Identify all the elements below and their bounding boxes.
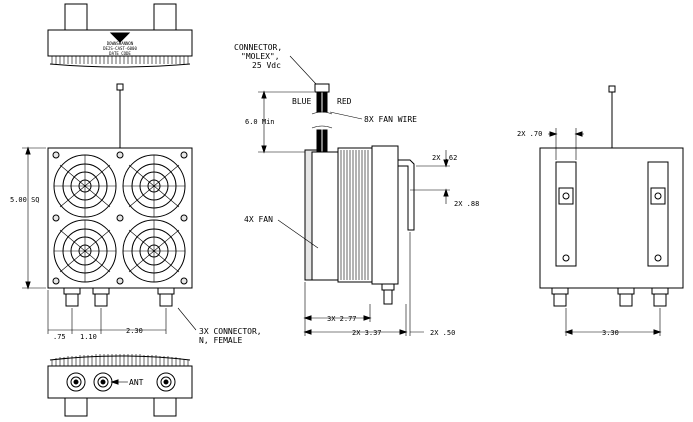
mounting-screws <box>52 151 188 285</box>
connector-callout: 3X CONNECTOR, N, FEMALE <box>177 307 262 345</box>
height-dimension: 5.00 SQ <box>10 146 46 290</box>
molex-callout: CONNECTOR, "MOLEX", 25 Vdc <box>234 43 317 85</box>
dim-070: 2X .70 <box>517 130 542 138</box>
logo-line2: DE2S-CAST-6000 <box>103 46 137 51</box>
fan-wires <box>311 91 333 153</box>
dim-277: 3X 2.77 <box>327 315 357 323</box>
label-red: RED <box>337 97 352 106</box>
rear-bracket-left <box>555 161 577 267</box>
dim-330: 3.30 <box>602 329 619 337</box>
fan-top-left <box>53 154 117 218</box>
dim-075: .75 <box>53 333 66 341</box>
rear-dim-330: 3.30 <box>564 308 662 337</box>
heatsink-fins-top <box>49 56 191 68</box>
label-connector-type-2: N, FEMALE <box>199 336 243 345</box>
side-connectors <box>381 283 395 305</box>
dim-062: 2X .62 <box>432 154 457 162</box>
n-connectors-front <box>63 287 175 307</box>
side-view: CONNECTOR, "MOLEX", 25 Vdc BLUE RED 8X F… <box>234 43 479 337</box>
rear-view: 2X .70 3.30 <box>517 85 684 337</box>
label-fan-wire: 8X FAN WIRE <box>364 115 417 124</box>
dim-230: 2.30 <box>126 327 143 335</box>
label-connector-type-1: 3X CONNECTOR, <box>199 327 262 336</box>
depth-dimensions-bottom: 3X 2.77 2X 3.37 2X .50 <box>303 232 455 337</box>
label-fan-count: 4X FAN <box>244 215 273 224</box>
min-length-dimension: 6.0 Min <box>245 90 314 154</box>
dim-height-sq: 5.00 SQ <box>10 196 40 204</box>
fan-callout: 4X FAN <box>244 215 319 249</box>
depth-dimensions-right: 2X .62 2X .88 <box>410 150 479 208</box>
rear-bracket-right <box>647 161 669 267</box>
label-ant: ANT <box>129 378 144 387</box>
dim-337: 2X 3.37 <box>352 329 382 337</box>
top-view: DOWNSHANNON DE2S-CAST-6000 DATE CODE <box>47 3 193 68</box>
label-connector-molex-1: CONNECTOR, <box>234 43 282 52</box>
fan-top-right <box>122 154 186 218</box>
dim-min-length: 6.0 Min <box>245 118 275 126</box>
side-heatsink <box>337 147 373 283</box>
company-logo: DOWNSHANNON DE2S-CAST-6000 DATE CODE <box>103 32 137 56</box>
bottom-view: ANT <box>47 354 193 417</box>
front-view: 5.00 SQ .75 1.10 2.30 3X CONNECTOR, N, F… <box>10 83 262 345</box>
fan-bottom-left <box>53 219 117 283</box>
dim-088: 2X .88 <box>454 200 479 208</box>
logo-brand: DOWNSHANNON <box>107 41 134 46</box>
fan-bottom-right <box>122 219 186 283</box>
dim-050: 2X .50 <box>430 329 455 337</box>
label-connector-molex-2: "MOLEX", <box>241 52 280 61</box>
label-blue: BLUE <box>292 97 311 106</box>
dim-110: 1.10 <box>80 333 97 341</box>
logo-line3: DATE CODE <box>109 51 131 56</box>
rear-connectors <box>551 287 669 307</box>
label-connector-molex-3: 25 Vdc <box>252 61 281 70</box>
heatsink-fins-bottom <box>49 354 191 366</box>
bottom-dimensions: .75 1.10 2.30 <box>47 290 167 341</box>
rear-dim-070: 2X .70 <box>517 128 584 160</box>
